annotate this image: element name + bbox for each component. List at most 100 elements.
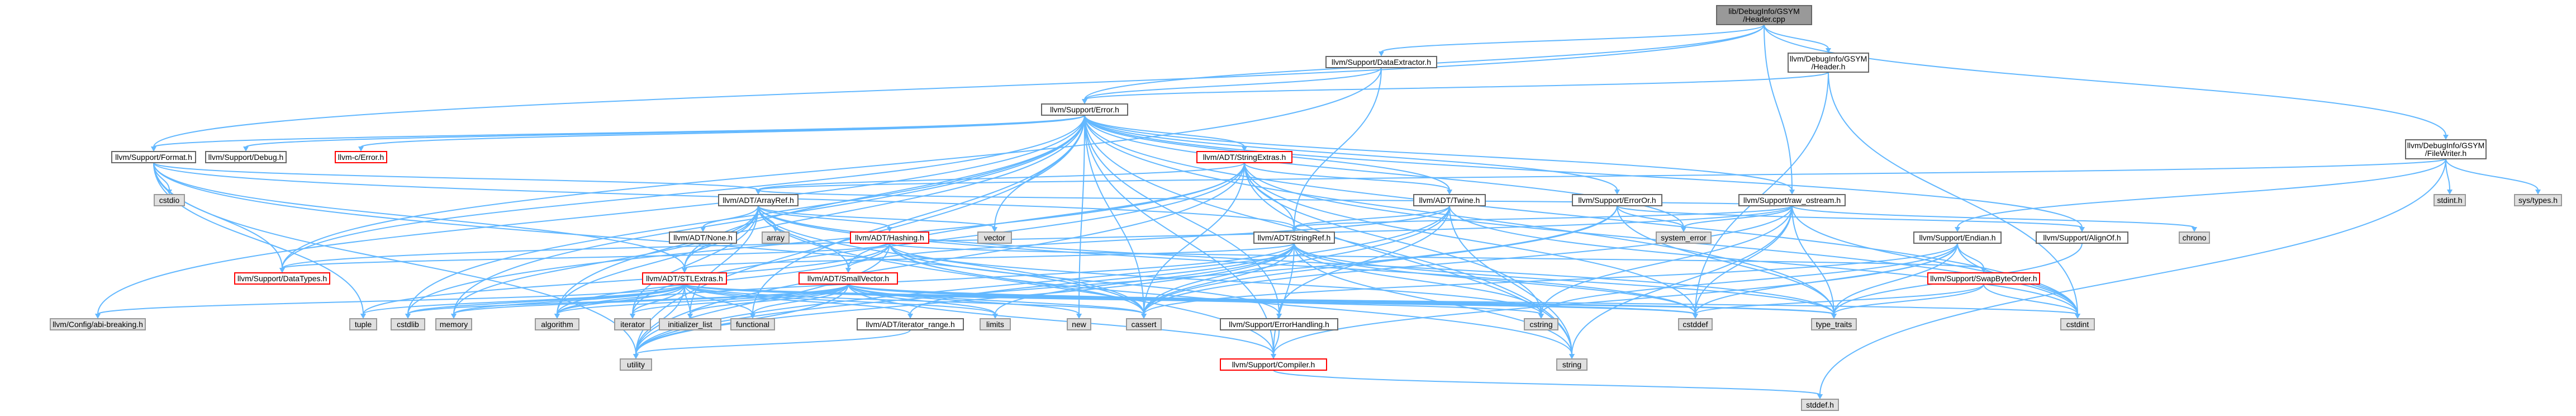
node-label: /Header.h <box>1812 62 1846 71</box>
node-rawostream[interactable]: llvm/Support/raw_ostream.h <box>1738 194 1846 206</box>
include-edge-stlextras-to-configbreaking <box>95 283 685 319</box>
node-label: new <box>1072 320 1087 329</box>
include-edge-smallvector-to-initlist <box>687 283 849 319</box>
include-edge-root-to-filewriter <box>1764 24 2449 140</box>
node-label: llvm/DebugInfo/GSYM <box>2407 141 2485 150</box>
node-errorhandling[interactable]: llvm/Support/ErrorHandling.h <box>1220 318 1338 330</box>
node-dataextractor[interactable]: llvm/Support/DataExtractor.h <box>1325 56 1437 68</box>
node-label: /Header.cpp <box>1743 15 1785 23</box>
node-label: cstddef <box>1683 320 1708 329</box>
include-edge-error-to-cstdlib <box>405 115 1085 319</box>
node-error[interactable]: llvm/Support/Error.h <box>1041 103 1128 116</box>
node-label: llvm/ADT/StringExtras.h <box>1203 153 1286 162</box>
include-edge-stlextras-to-tuple <box>360 283 685 319</box>
include-edge-rawostream-to-chrono <box>1791 205 2197 232</box>
node-label: chrono <box>2183 233 2207 242</box>
node-cstdlib: cstdlib <box>391 318 425 330</box>
include-edge-error-to-erroror <box>1084 115 1620 195</box>
node-box <box>234 272 330 285</box>
node-label: llvm/Support/AlignOf.h <box>2043 233 2121 242</box>
node-alignof[interactable]: llvm/Support/AlignOf.h <box>2036 231 2128 244</box>
node-algorithm: algorithm <box>535 318 579 330</box>
node-label: llvm/Support/ErrorHandling.h <box>1229 320 1329 329</box>
include-edge-stringextras-to-twine <box>1244 162 1452 195</box>
node-utility: utility <box>620 358 652 371</box>
node-iterator: iterator <box>614 318 651 330</box>
include-edge-rawostream-to-string <box>1569 205 1793 359</box>
node-label: utility <box>627 360 645 369</box>
node-box <box>1678 318 1713 330</box>
node-box <box>1253 231 1335 244</box>
node-box <box>1220 318 1338 330</box>
node-format[interactable]: llvm/Support/Format.h <box>111 151 196 163</box>
node-box <box>2060 318 2095 330</box>
include-edge-smallvector-to-memory <box>451 283 849 319</box>
node-gsymheader[interactable]: llvm/DebugInfo/GSYM/Header.h <box>1788 53 1869 73</box>
include-edge-stringref-to-string <box>1294 243 1575 359</box>
node-label: initializer_list <box>668 320 712 329</box>
node-swapbyteorder[interactable]: llvm/Support/SwapByteOrder.h <box>1927 272 2040 285</box>
include-edge-root-to-gsymheader <box>1764 24 1831 53</box>
node-stlextras[interactable]: llvm/ADT/STLExtras.h <box>642 272 727 285</box>
node-erroror[interactable]: llvm/Support/ErrorOr.h <box>1572 194 1662 206</box>
node-compiler[interactable]: llvm/Support/Compiler.h <box>1220 358 1327 371</box>
include-edge-format-to-arrayref <box>153 162 761 195</box>
include-edge-error-to-configbreaking <box>95 115 1085 319</box>
include-edge-error-to-cerror <box>358 115 1085 152</box>
node-box <box>391 318 425 330</box>
node-box <box>1801 399 1839 411</box>
node-label: llvm/Config/abi-breaking.h <box>53 320 143 329</box>
node-stringextras[interactable]: llvm/ADT/StringExtras.h <box>1196 151 1292 163</box>
node-filewriter[interactable]: llvm/DebugInfo/GSYM/FileWriter.h <box>2405 139 2487 159</box>
node-cerror[interactable]: llvm-c/Error.h <box>335 151 387 163</box>
node-label: functional <box>736 320 769 329</box>
node-cstdint: cstdint <box>2060 318 2095 330</box>
node-functional: functional <box>730 318 775 330</box>
node-initlist: initializer_list <box>659 318 721 330</box>
node-label: iterator <box>620 320 645 329</box>
node-label: llvm/Support/Error.h <box>1050 105 1119 114</box>
node-label: cstdlib <box>397 320 419 329</box>
include-edge-gsymheader-to-error <box>1082 72 1829 104</box>
node-iterrange[interactable]: llvm/ADT/iterator_range.h <box>857 318 964 330</box>
node-label: stddef.h <box>1806 400 1834 409</box>
node-box <box>2036 231 2128 244</box>
node-datatypes[interactable]: llvm/Support/DataTypes.h <box>234 272 330 285</box>
node-box <box>762 231 790 244</box>
node-box <box>659 318 721 330</box>
include-edge-smallvector-to-new <box>848 283 1082 319</box>
node-root[interactable]: lib/DebugInfo/GSYM/Header.cpp <box>1716 5 1812 25</box>
node-box <box>857 318 964 330</box>
node-smallvector[interactable]: llvm/ADT/SmallVector.h <box>799 272 898 285</box>
include-edge-twine-to-stringref <box>1291 205 1450 232</box>
node-box <box>620 358 652 371</box>
node-box <box>1811 318 1857 330</box>
include-edge-swapbyteorder-to-typetraits <box>1831 283 1984 319</box>
include-edge-smallvector-to-limits <box>848 283 998 319</box>
graph-nodes: lib/DebugInfo/GSYM/Header.cpp llvm/Suppor… <box>50 5 2562 411</box>
node-string: string <box>1556 358 1588 371</box>
node-box <box>799 272 898 285</box>
node-box <box>2514 194 2562 206</box>
include-edge-rawostream-to-cstddef <box>1693 205 1793 319</box>
node-systypes: sys/types.h <box>2514 194 2562 206</box>
node-cstring: cstring <box>1524 318 1558 330</box>
node-debug[interactable]: llvm/Support/Debug.h <box>205 151 287 163</box>
node-stringref[interactable]: llvm/ADT/StringRef.h <box>1253 231 1335 244</box>
node-twine[interactable]: llvm/ADT/Twine.h <box>1413 194 1486 206</box>
node-endian[interactable]: llvm/Support/Endian.h <box>1913 231 2002 244</box>
include-edge-filewriter-to-stdint <box>2445 158 2453 195</box>
node-stddef: stddef.h <box>1801 399 1839 411</box>
node-hashing[interactable]: llvm/ADT/Hashing.h <box>850 231 929 244</box>
node-label: llvm/ADT/iterator_range.h <box>866 320 955 329</box>
node-none[interactable]: llvm/ADT/None.h <box>669 231 737 244</box>
node-label: cstdint <box>2066 320 2089 329</box>
node-box <box>669 231 737 244</box>
node-label: llvm/ADT/SmallVector.h <box>807 274 889 283</box>
include-edge-arrayref-to-none <box>700 205 759 232</box>
node-box <box>1041 103 1128 116</box>
node-arrayref[interactable]: llvm/ADT/ArrayRef.h <box>718 194 799 206</box>
include-edge-smallvector-to-cassert <box>848 283 1147 319</box>
include-edge-compiler-to-stddef <box>1273 370 1823 399</box>
